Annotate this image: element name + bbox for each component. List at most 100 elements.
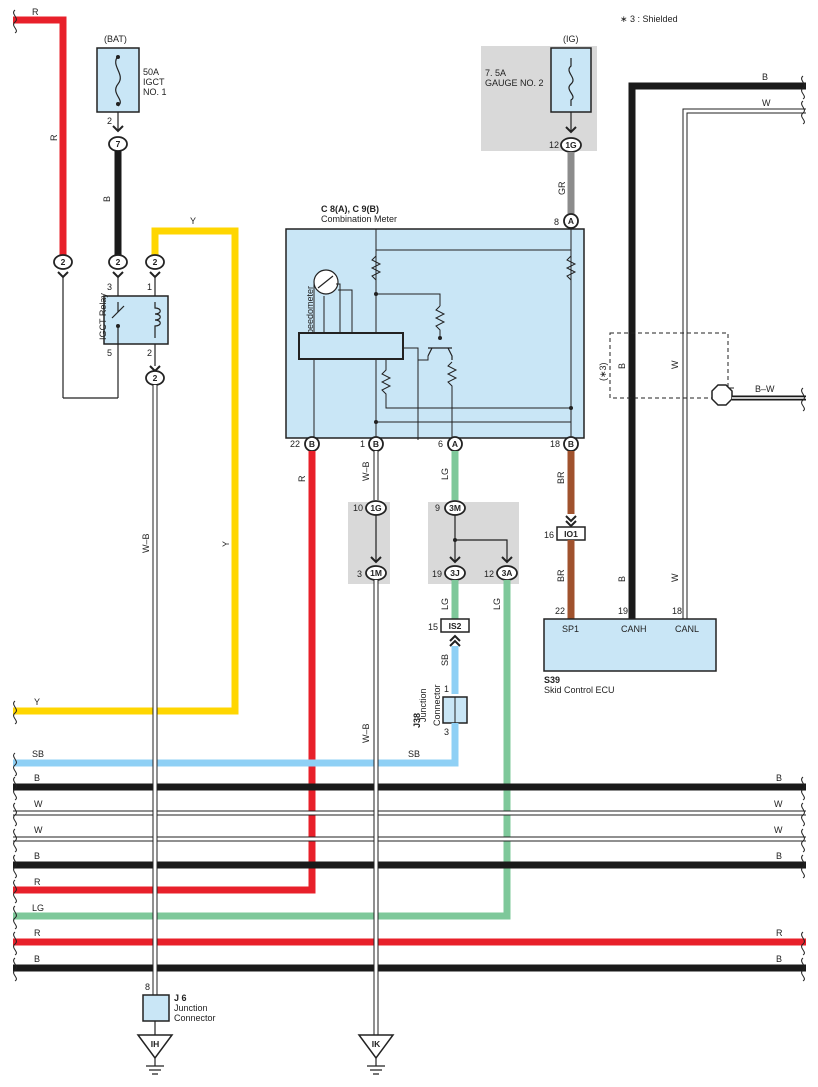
pin-number: 19 bbox=[618, 606, 628, 616]
bus-label: W bbox=[34, 825, 43, 835]
j38-name: Junction bbox=[418, 688, 428, 722]
connector-label: 2 bbox=[153, 257, 158, 267]
wire-break-mark bbox=[801, 854, 805, 879]
pin-number: 10 bbox=[353, 503, 363, 513]
wire-label: SB bbox=[440, 654, 450, 666]
j6-name: Junction bbox=[174, 1003, 208, 1013]
pin-number: 12 bbox=[549, 140, 559, 150]
meter-ic-block bbox=[298, 332, 404, 360]
wire-break-mark bbox=[13, 700, 17, 725]
connector-label: 2 bbox=[153, 373, 158, 383]
skid-control-ecu bbox=[543, 618, 717, 672]
pin-number: 5 bbox=[107, 348, 112, 358]
resistor-icon bbox=[370, 255, 382, 281]
wire-break-mark bbox=[801, 828, 805, 853]
bat-fuse-rating: 50A bbox=[143, 67, 159, 77]
wire-label: R bbox=[49, 134, 59, 141]
bat-fuse-name: IGCT bbox=[143, 77, 165, 87]
connector-is2 bbox=[440, 618, 470, 633]
connector-label: 3M bbox=[449, 503, 461, 513]
bus-label-right: B bbox=[776, 851, 782, 861]
wire-break-mark bbox=[801, 802, 805, 827]
wire-skyblue-sb bbox=[13, 723, 459, 767]
pin-number: 1 bbox=[444, 684, 449, 694]
bus-label-right: R bbox=[776, 928, 783, 938]
bat-label: (BAT) bbox=[104, 34, 127, 44]
wire-label: B bbox=[617, 576, 627, 582]
ground-point-ik bbox=[357, 1034, 395, 1060]
resistor-icon bbox=[380, 359, 571, 409]
fuse-icon bbox=[568, 58, 574, 106]
pin-number: 8 bbox=[554, 217, 559, 227]
bat-fuse-no: NO. 1 bbox=[143, 87, 167, 97]
wire-label: W bbox=[670, 573, 680, 582]
ecu-terminal: CANL bbox=[675, 624, 699, 634]
bus-label: B bbox=[34, 851, 40, 861]
wire-break-mark bbox=[13, 752, 17, 777]
pin-number: 15 bbox=[428, 622, 438, 632]
wire-label: W bbox=[670, 360, 680, 369]
wire-break-mark bbox=[13, 957, 17, 982]
wire-label: W–B bbox=[361, 461, 371, 481]
bus-label-right: W bbox=[774, 799, 783, 809]
connector-label: 7 bbox=[116, 139, 121, 149]
bus-label: R bbox=[34, 877, 41, 887]
ground-point-ih bbox=[136, 1034, 174, 1060]
wire-label: BR bbox=[556, 471, 566, 484]
wire-black-b bbox=[628, 82, 806, 619]
shield-box bbox=[609, 332, 729, 399]
bus-label: B bbox=[34, 773, 40, 783]
wire-break-mark bbox=[801, 957, 805, 982]
connector-label: 2 bbox=[116, 257, 121, 267]
connector-label: B bbox=[373, 439, 379, 449]
pin-number: 6 bbox=[438, 439, 443, 449]
wire-break-mark bbox=[13, 802, 17, 827]
wire-break-mark bbox=[13, 931, 17, 956]
ecu-terminal: CANH bbox=[621, 624, 647, 634]
bus-label: B bbox=[34, 954, 40, 964]
pin-number: 22 bbox=[290, 439, 300, 449]
connector-2 bbox=[108, 254, 128, 270]
shield-ground-icon bbox=[711, 384, 733, 406]
ground-icon bbox=[367, 1058, 385, 1075]
j38-name: Connector bbox=[432, 684, 442, 726]
j6-junction-connector bbox=[142, 994, 170, 1022]
j38-code: J38 bbox=[412, 713, 422, 728]
wire-break-mark bbox=[13, 879, 17, 904]
resistor-icon bbox=[434, 305, 446, 338]
ig-label: (IG) bbox=[563, 34, 579, 44]
connector-label: 1G bbox=[370, 503, 382, 513]
wire-label: B bbox=[102, 196, 112, 202]
ground-label: IH bbox=[151, 1039, 160, 1049]
connector-label: 1G bbox=[565, 140, 577, 150]
ecu-code: S39 bbox=[544, 675, 560, 685]
connector-2 bbox=[145, 254, 165, 270]
wire-break-mark bbox=[801, 776, 805, 801]
connector-a bbox=[563, 213, 579, 229]
pin-number: 2 bbox=[107, 116, 112, 126]
speedometer-label: Speedometer bbox=[305, 286, 315, 340]
pin-number: 18 bbox=[672, 606, 682, 616]
connector-label: 2 bbox=[61, 257, 66, 267]
j6-code: J 6 bbox=[174, 993, 187, 1003]
pin-number: 3 bbox=[107, 282, 112, 292]
ig-fuse-rating: 7. 5A bbox=[485, 68, 506, 78]
ig-fuse-name: GAUGE NO. 2 bbox=[485, 78, 544, 88]
bus-label-right: B bbox=[776, 773, 782, 783]
bus-label-right: B bbox=[776, 954, 782, 964]
wire-label: W–B bbox=[361, 723, 371, 743]
pin-number: 1 bbox=[147, 282, 152, 292]
connector-label: 3A bbox=[502, 568, 513, 578]
relay-switch-icon bbox=[111, 305, 125, 319]
j6-name: Connector bbox=[174, 1013, 216, 1023]
wire-break-mark bbox=[801, 931, 805, 956]
wire-break-mark bbox=[13, 828, 17, 853]
wire-break-mark bbox=[13, 9, 17, 34]
transistor-icon bbox=[427, 347, 453, 360]
ecu-name: Skid Control ECU bbox=[544, 685, 615, 695]
connector-label: IO1 bbox=[564, 529, 578, 539]
pin-number: 19 bbox=[432, 569, 442, 579]
wire-break-mark bbox=[801, 100, 805, 125]
wire-label: BR bbox=[556, 569, 566, 582]
